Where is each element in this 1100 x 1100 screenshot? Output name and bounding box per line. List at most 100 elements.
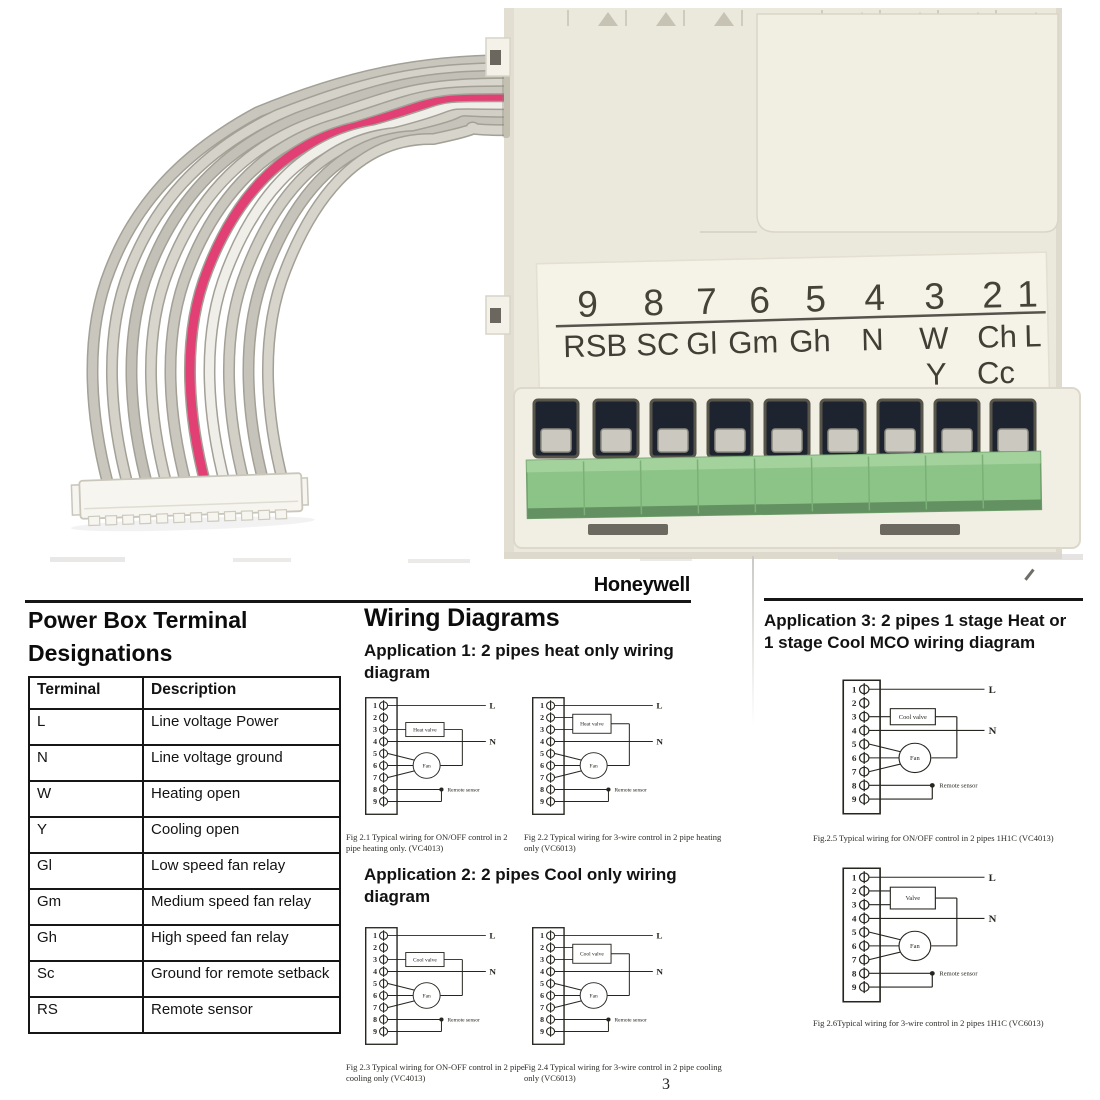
svg-text:Cool valve: Cool valve [899, 714, 927, 721]
product-photo: 9 8 7 6 5 4 3 2 1 RSB SC Gl Gm Gh N W Ch… [70, 8, 1081, 559]
svg-text:3: 3 [373, 725, 377, 734]
title-line: Power Box Terminal [28, 607, 248, 633]
svg-text:L: L [489, 701, 495, 711]
svg-text:9: 9 [540, 1027, 544, 1036]
scan-artifact [838, 554, 1083, 560]
svg-text:6: 6 [373, 761, 377, 770]
svg-text:Remote sensor: Remote sensor [939, 783, 978, 790]
terminal-number: 9 [577, 283, 599, 324]
brand-logo: Honeywell [593, 574, 691, 596]
svg-text:N: N [989, 726, 997, 737]
description-cell: Heating open [142, 780, 341, 818]
title-line: 1 stage Cool MCO wiring diagram [764, 633, 1036, 652]
scan-artifact [408, 559, 470, 563]
side-tabs [485, 37, 511, 335]
svg-text:4: 4 [852, 914, 857, 924]
page-number: 3 [662, 1076, 670, 1093]
figure-caption: Fig 2.1 Typical wiring for ON/OFF contro… [346, 832, 508, 853]
section-title-wiring-diagrams: Wiring Diagrams [364, 604, 560, 632]
svg-text:2: 2 [540, 943, 544, 952]
svg-text:7: 7 [852, 767, 857, 777]
svg-text:L: L [656, 701, 662, 711]
svg-text:5: 5 [373, 749, 377, 758]
svg-text:7: 7 [540, 1003, 544, 1012]
application-2-heading: Application 2: 2 pipes Cool only wiring … [364, 865, 677, 906]
scan-artifact [640, 557, 692, 561]
svg-text:N: N [989, 914, 997, 925]
terminal-label: RSB [563, 328, 628, 364]
svg-text:N: N [656, 737, 663, 747]
green-terminal-block [525, 450, 1043, 520]
svg-text:2: 2 [852, 886, 857, 896]
terminal-number: 8 [643, 282, 665, 323]
svg-text:L: L [489, 931, 495, 941]
svg-text:Valve: Valve [906, 895, 921, 902]
terminal-number: 7 [696, 281, 718, 322]
svg-text:4: 4 [540, 967, 544, 976]
application-1-heading: Application 1: 2 pipes heat only wiring … [364, 641, 674, 682]
svg-text:Fan: Fan [910, 755, 920, 762]
svg-text:Fan: Fan [910, 943, 920, 950]
svg-text:2: 2 [373, 943, 377, 952]
svg-text:Remote sensor: Remote sensor [615, 1018, 648, 1024]
terminal-cell: Gl [28, 852, 144, 890]
terminal-cell: Gh [28, 924, 144, 962]
terminal-cell: Gm [28, 888, 144, 926]
svg-text:Remote sensor: Remote sensor [939, 971, 978, 978]
svg-text:Fan: Fan [590, 994, 599, 1000]
section-title-terminal-designations: Power Box Terminal Designations [28, 604, 247, 670]
svg-text:N: N [656, 967, 663, 977]
terminal-label-strip: 9 8 7 6 5 4 3 2 1 RSB SC Gl Gm Gh N W Ch… [535, 251, 1051, 403]
terminal-label: W [919, 320, 950, 356]
description-cell: Line voltage Power [142, 708, 341, 746]
terminal-cell: RS [28, 996, 144, 1034]
svg-text:3: 3 [540, 955, 544, 964]
header-rule-right [764, 598, 1083, 601]
description-cell: Ground for remote setback [142, 960, 341, 998]
column-header: Description [142, 676, 341, 710]
svg-text:5: 5 [540, 749, 544, 758]
terminal-label: N [861, 322, 884, 357]
svg-text:1: 1 [540, 701, 544, 710]
svg-text:1: 1 [852, 685, 857, 695]
svg-text:3: 3 [540, 725, 544, 734]
svg-text:Remote sensor: Remote sensor [615, 788, 648, 794]
svg-text:5: 5 [852, 928, 857, 938]
terminal-number: 6 [749, 279, 771, 320]
svg-text:8: 8 [852, 781, 857, 791]
svg-text:N: N [489, 737, 496, 747]
description-cell: Remote sensor [142, 996, 341, 1034]
svg-text:2: 2 [373, 713, 377, 722]
svg-text:5: 5 [540, 979, 544, 988]
svg-text:8: 8 [540, 1015, 544, 1024]
description-cell: Line voltage ground [142, 744, 341, 782]
terminal-number: 5 [805, 278, 827, 319]
power-box: 9 8 7 6 5 4 3 2 1 RSB SC Gl Gm Gh N W Ch… [485, 8, 1081, 559]
scan-artifact [233, 558, 291, 562]
description-cell: Low speed fan relay [142, 852, 341, 890]
figure-caption: Fig 2.4 Typical wiring for 3-wire contro… [524, 1062, 722, 1083]
svg-text:4: 4 [373, 737, 377, 746]
svg-text:5: 5 [373, 979, 377, 988]
svg-text:7: 7 [540, 773, 544, 782]
ribbon-cable [86, 54, 522, 490]
svg-text:1: 1 [852, 873, 857, 883]
terminal-cell: Y [28, 816, 144, 854]
svg-text:6: 6 [373, 991, 377, 1000]
svg-text:2: 2 [540, 713, 544, 722]
svg-text:6: 6 [852, 753, 857, 763]
terminal-label: Gm [728, 324, 779, 360]
svg-text:8: 8 [852, 969, 857, 979]
svg-text:3: 3 [852, 712, 857, 722]
terminal-label: L [1024, 318, 1042, 353]
